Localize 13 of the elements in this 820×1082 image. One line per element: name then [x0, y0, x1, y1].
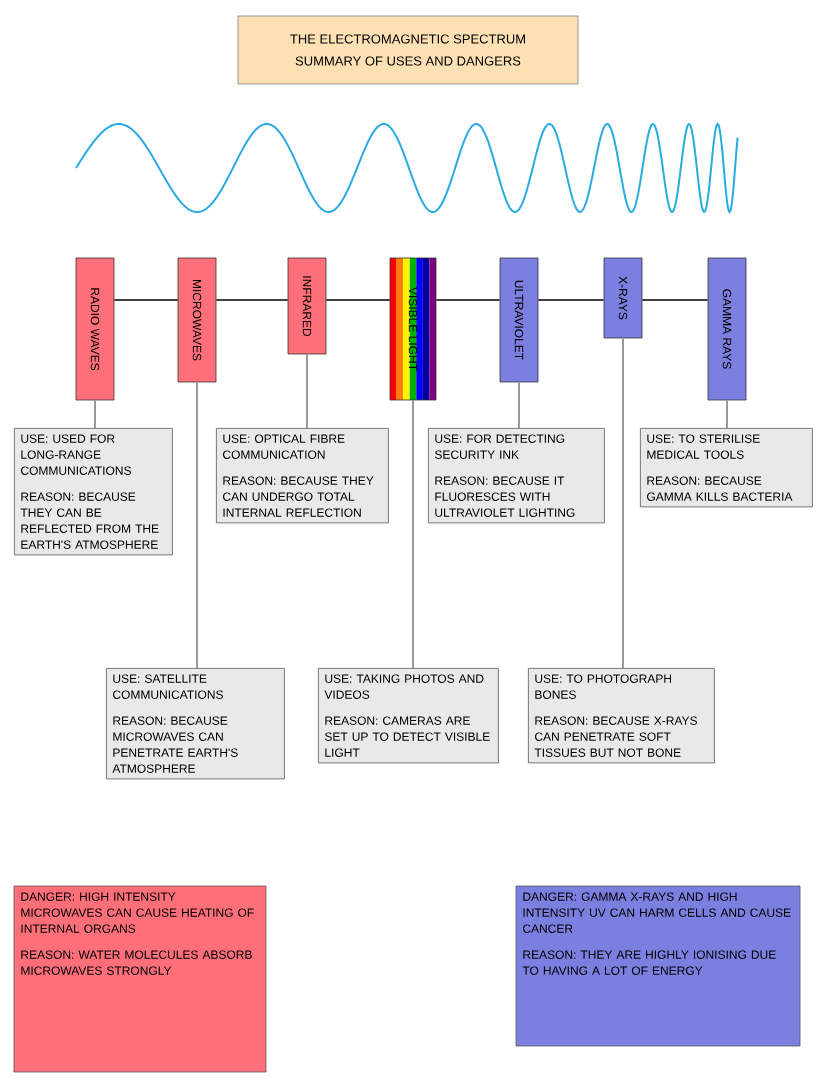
connector-line	[94, 399, 96, 429]
connector-line	[537, 299, 605, 301]
connector-line	[325, 299, 391, 301]
connector-line	[641, 299, 709, 301]
connector-line	[412, 399, 414, 669]
connector-line	[196, 381, 198, 669]
connector-line	[215, 299, 289, 301]
connector-line	[726, 399, 728, 429]
connector-line	[306, 353, 308, 429]
connector-line	[518, 381, 520, 429]
connector-line	[622, 337, 624, 669]
connector-line	[113, 299, 179, 301]
connector-line	[435, 299, 501, 301]
